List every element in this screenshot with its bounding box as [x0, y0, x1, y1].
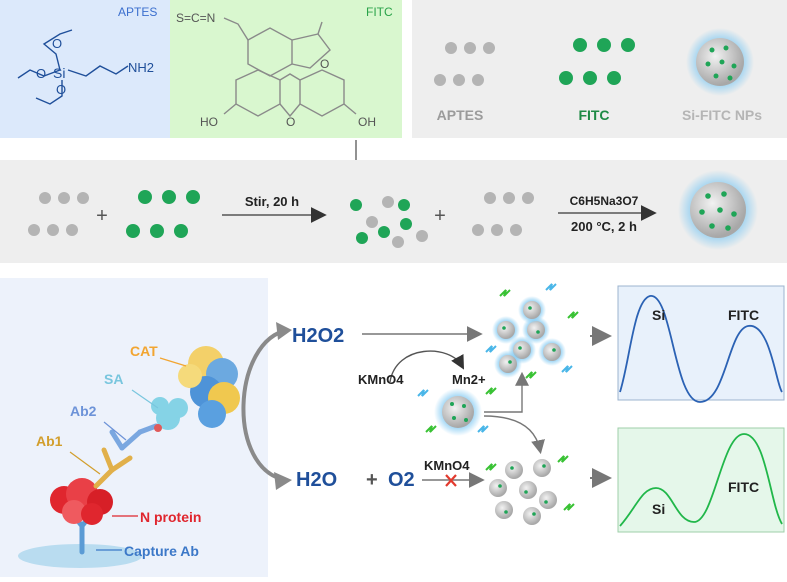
synth-np-product — [678, 170, 758, 250]
mid-to-top-arrow — [484, 371, 529, 413]
assay-plus: + — [366, 469, 378, 491]
sparks-top — [485, 283, 579, 379]
label-n-protein: N protein — [140, 509, 201, 525]
sparks-bottom — [485, 455, 575, 511]
aptes-structure — [17, 29, 129, 105]
fitc-bridge-o: O — [286, 115, 295, 129]
fitc-ho: HO — [200, 115, 218, 129]
aptes-panel — [0, 0, 170, 138]
sparks-mid — [417, 387, 497, 433]
biotin-1 — [154, 424, 162, 432]
reaction-curve-head-bottom — [274, 472, 292, 490]
aptes-si: Si — [53, 65, 65, 81]
spectrum-bottom-si: Si — [652, 501, 665, 517]
legend-fitc-dots — [559, 38, 635, 85]
leader-ab2 — [103, 421, 127, 441]
synthesis-panel — [0, 160, 787, 263]
synth-plus-2: + — [434, 205, 446, 227]
leader-sa — [131, 389, 159, 409]
immuno-panel — [0, 278, 268, 577]
aptes-o-bottom: O — [56, 82, 66, 97]
fitc-structure — [223, 17, 357, 118]
legend-np-icon — [686, 28, 754, 96]
legend-label-np: Si-FITC NPs — [682, 107, 762, 123]
fitc-ring-o: O — [320, 57, 329, 71]
mid-to-bottom-arrow — [483, 415, 545, 455]
o2-label: O2 — [388, 469, 415, 491]
leader-cat — [159, 357, 187, 367]
n-protein — [50, 478, 113, 525]
fitc-panel — [170, 0, 402, 138]
fitc-panel-label: FITC — [366, 5, 393, 19]
mn2-label: Mn2+ — [452, 372, 486, 387]
spectrum-top-curve — [619, 295, 783, 403]
np-cluster-bottom-dots — [498, 464, 548, 516]
synth-aptes-dots-2 — [472, 192, 534, 236]
leader-ab1 — [69, 451, 101, 475]
spectrum-bottom-fitc: FITC — [728, 479, 759, 495]
label-cat: CAT — [130, 343, 158, 359]
spectrum-top-si: Si — [652, 307, 665, 323]
spectrum-top-frame — [617, 285, 785, 401]
np-mid — [434, 388, 482, 436]
label-capture-ab: Capture Ab — [124, 543, 199, 559]
legend-label-aptes: APTES — [437, 107, 484, 123]
spectrum-top-fitc: FITC — [728, 307, 759, 323]
synth-aptes-dots — [28, 192, 89, 236]
aptes-nh2: NH2 — [128, 60, 154, 75]
synth-mixed-dots — [350, 196, 428, 248]
aptes-o-left: O — [36, 66, 46, 81]
np-cluster-top — [492, 296, 566, 378]
label-ab2: Ab2 — [70, 403, 97, 419]
fitc-isothiocyanate: S=C=N — [176, 11, 215, 25]
label-sa: SA — [104, 371, 123, 387]
legend-label-fitc: FITC — [578, 107, 609, 123]
h2o2-label: H2O2 — [292, 325, 344, 347]
sa — [151, 397, 188, 430]
kmno4-blocked-label: KMnO4 — [424, 458, 470, 473]
spectrum-bottom-frame — [617, 427, 785, 533]
legend-aptes-dots — [434, 42, 495, 86]
h2o-label: H2O — [296, 469, 337, 491]
ab2 — [109, 423, 159, 451]
blocked-cross-icon — [445, 474, 457, 487]
kmno4-mn-arrow — [389, 350, 465, 383]
reaction-curve-head-top — [276, 322, 292, 340]
stir-label: Stir, 20 h — [245, 194, 299, 209]
kmno4-label: KMnO4 — [358, 372, 404, 387]
ab1 — [93, 447, 133, 489]
synth-plus-1: + — [96, 205, 108, 227]
aptes-o-top: O — [52, 36, 62, 51]
cat — [178, 346, 240, 428]
hydrothermal-reagent: C6H5Na3O7 — [570, 194, 639, 208]
synth-fitc-dots — [126, 190, 200, 238]
reaction-curve — [241, 328, 289, 482]
hydrothermal-conditions: 200 °C, 2 h — [571, 219, 637, 234]
np-cluster-bottom — [489, 459, 557, 525]
fitc-oh: OH — [358, 115, 376, 129]
aptes-panel-label: APTES — [118, 5, 157, 19]
spectrum-bottom-curve — [619, 433, 783, 527]
label-ab1: Ab1 — [36, 433, 63, 449]
